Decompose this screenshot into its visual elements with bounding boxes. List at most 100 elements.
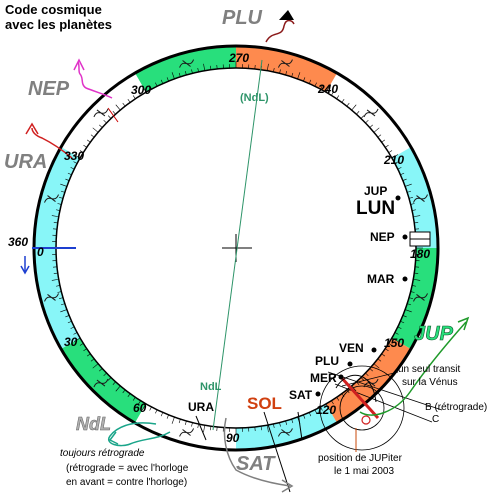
tick-mark [92,127,99,133]
tick-mark [160,79,164,84]
tick-mark [70,167,75,170]
sat-pointer-line [297,411,303,441]
tick-mark [273,67,275,72]
ring-sector-210-240 [326,73,411,158]
tick-mark [331,400,334,405]
planet-label-ven: VEN [339,341,364,355]
ring-sector-240-270 [236,46,337,93]
tick-mark [412,209,417,211]
sign-glyphs [44,59,428,437]
tick-mark [407,190,412,193]
tick-mark [90,134,95,138]
sign-glyph-icon [93,378,109,388]
tick-mark [155,409,158,414]
tick-mark [297,72,301,79]
ring-sector-0-30 [34,248,81,349]
sign-glyph-icon [277,59,293,68]
ndl-trajectory [107,422,171,447]
tick-mark [320,406,323,411]
planet-dot-jup [395,195,401,201]
tick-mark [279,422,281,427]
tick-mark [73,337,81,342]
tick-mark [346,102,350,107]
jup-arrowhead-icon [457,316,470,331]
tick-mark [336,397,340,401]
jup-trajectory [359,321,467,416]
outer-label-nep: NEP [28,78,70,100]
ring-sector-120-150 [326,338,411,423]
tick-mark [55,285,60,287]
tick-mark [51,215,59,218]
tick-mark [210,65,212,70]
ndl-label-top: (NdL) [240,92,269,104]
tick-mark [402,178,407,181]
planet-label-mar: MAR [367,272,395,286]
tick-mark [279,69,281,74]
tick-mark [405,309,412,313]
tick-mark [266,425,269,433]
tick-mark [394,161,399,164]
note-retro-b: B (rétrograde) [425,402,487,413]
tick-mark [99,368,103,372]
tick-mark [203,63,206,71]
plu-arrow-icon [279,10,294,20]
tick-mark [138,400,141,405]
tick-mark [59,297,64,300]
sat-arrowhead-icon [281,479,294,493]
degree-label-90: 90 [226,431,240,445]
planet-dot-ven [371,347,377,353]
tick-mark [320,85,323,90]
degree-label-300: 300 [131,83,151,97]
planet-label-sat: SAT [289,388,313,402]
ring-sector-180-210 [391,147,438,248]
note-legend-line1: (rétrograde = avec l'horloge [66,463,189,474]
tick-mark [351,104,357,111]
tick-mark [191,422,193,427]
sign-glyph-icon [363,108,379,118]
tick-mark [308,79,312,84]
tick-mark [408,196,413,199]
tick-mark [60,190,65,193]
note-transit-line1: un seul transit [398,364,460,375]
tick-mark [57,291,62,293]
tick-mark [303,77,306,82]
planet-dot-nep [402,234,408,240]
tick-mark [142,403,147,411]
tick-mark [59,196,64,199]
degree-label-210: 210 [383,153,404,167]
tick-mark [166,77,169,82]
ndl-label-bottom: NdL [200,381,222,393]
tick-mark [397,326,402,329]
tick-mark [92,363,99,369]
tick-mark [325,85,330,93]
tick-mark [369,124,373,128]
note-transit-line2: sur la Vénus [402,377,458,388]
sign-glyph-icon [277,428,293,437]
ndl-axis-line [212,59,263,431]
degree-label-270: 270 [228,51,249,65]
tick-mark [79,150,84,153]
tick-mark [51,278,59,281]
plu-trajectory [265,19,295,43]
jupiter-position-bar [338,374,380,420]
sign-glyph-icon [413,293,428,302]
tick-mark [60,309,67,313]
tick-mark [407,303,412,306]
planet-label-mer: MER [310,371,337,385]
tick-mark [191,69,193,74]
tick-mark [132,95,136,99]
tick-mark [369,368,373,372]
ring-sector-270-300 [135,46,236,93]
tick-mark [351,385,357,392]
degree-label-150: 150 [384,336,404,350]
ring-sector-30-60 [61,338,147,423]
tick-mark [388,150,393,153]
tick-mark [260,426,262,431]
jupiter-position-dot [361,415,371,425]
tick-mark [67,172,72,176]
tick-mark [314,409,317,414]
tick-mark [103,372,107,377]
tick-mark [410,291,415,293]
tick-mark [285,420,288,425]
sign-glyph-icon [44,194,59,203]
